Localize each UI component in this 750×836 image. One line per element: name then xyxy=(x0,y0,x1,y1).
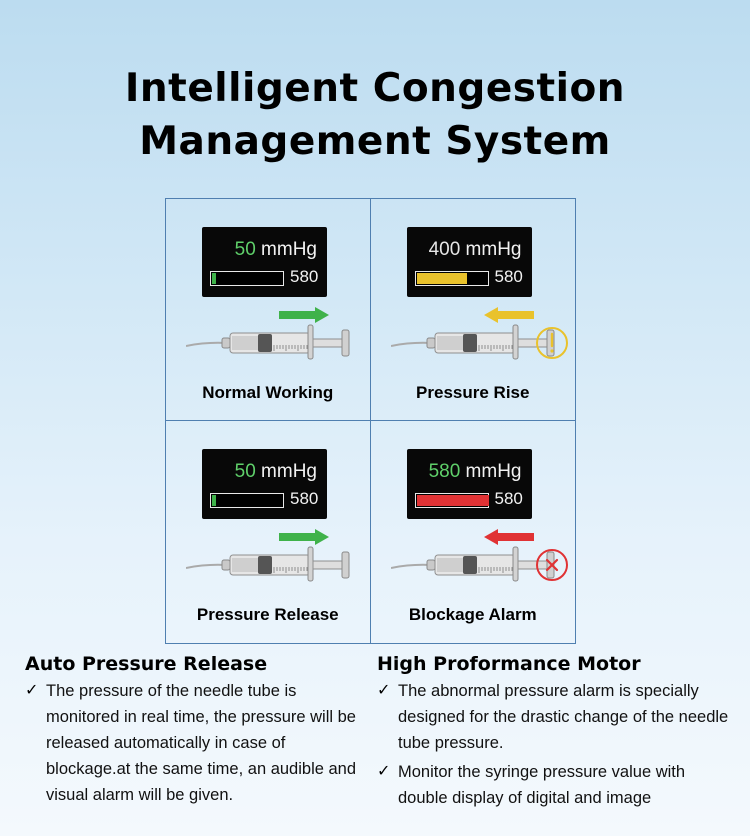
feature-auto-pressure-release: Auto Pressure Release ✓ The pressure of … xyxy=(25,652,370,811)
error-icon xyxy=(535,549,568,581)
pressure-bar-fill xyxy=(212,495,216,506)
pressure-monitor: 400 mmHg 580 xyxy=(406,227,532,297)
pressure-bar xyxy=(210,493,284,508)
panel-label: Pressure Release xyxy=(196,605,339,624)
pressure-value: 50 xyxy=(234,239,256,260)
pressure-unit: mmHg xyxy=(261,461,317,482)
pressure-reading: 50 mmHg xyxy=(235,239,317,261)
bullet-text: Monitor the syringe pressure value with … xyxy=(398,763,686,807)
pressure-bar xyxy=(210,271,284,286)
pressure-bar xyxy=(414,271,489,286)
feature-high-performance-motor: High Proformance Motor ✓ The abnormal pr… xyxy=(377,652,737,814)
panel-label: Blockage Alarm xyxy=(408,605,537,624)
pressure-reading: 50 mmHg xyxy=(235,461,317,483)
pressure-bar-fill xyxy=(416,273,467,284)
warning-icon xyxy=(535,327,568,359)
bullet-item: ✓ The abnormal pressure alarm is special… xyxy=(377,678,737,756)
pressure-value: 50 xyxy=(234,461,256,482)
arrow-left-icon xyxy=(483,307,534,323)
check-icon: ✓ xyxy=(377,682,391,699)
bullet-text: The abnormal pressure alarm is specially… xyxy=(398,682,729,752)
bullet-item: ✓ The pressure of the needle tube is mon… xyxy=(25,678,370,808)
arrow-right-icon xyxy=(279,529,329,545)
pressure-value: 400 xyxy=(428,239,461,260)
arrow-right-icon xyxy=(279,307,329,323)
syringe-icon xyxy=(390,324,554,360)
panel-label: Pressure Rise xyxy=(416,383,530,402)
syringe-icon xyxy=(186,546,350,582)
pressure-unit: mmHg xyxy=(465,239,522,260)
pressure-max: 580 xyxy=(494,489,523,508)
pressure-reading: 400 mmHg xyxy=(429,239,522,261)
pressure-unit: mmHg xyxy=(465,461,522,482)
syringe-icon xyxy=(186,324,350,360)
feature-title: Auto Pressure Release xyxy=(25,653,268,675)
pressure-value: 580 xyxy=(428,461,461,482)
title-line-2: Management System xyxy=(139,119,611,164)
arrow-left-icon xyxy=(483,529,534,545)
pressure-reading: 580 mmHg xyxy=(429,461,522,483)
bullet-item: ✓ Monitor the syringe pressure value wit… xyxy=(377,759,737,811)
check-icon: ✓ xyxy=(25,682,39,699)
page-title: Intelligent Congestion Management System xyxy=(0,62,750,168)
panel-label: Normal Working xyxy=(202,383,334,402)
pressure-monitor: 50 mmHg 580 xyxy=(202,227,327,297)
check-icon: ✓ xyxy=(377,763,391,780)
pressure-max: 580 xyxy=(290,267,319,286)
pressure-monitor: 50 mmHg 580 xyxy=(202,449,327,519)
pressure-max: 580 xyxy=(494,267,523,286)
bullet-text: The pressure of the needle tube is monit… xyxy=(46,682,357,804)
title-line-1: Intelligent Congestion xyxy=(124,66,626,111)
pressure-max: 580 xyxy=(290,489,319,508)
feature-title: High Proformance Motor xyxy=(377,653,641,675)
pressure-bar xyxy=(414,493,489,508)
syringe-icon xyxy=(390,546,554,582)
pressure-bar-fill xyxy=(212,273,216,284)
pressure-bar-fill xyxy=(416,495,489,506)
pressure-unit: mmHg xyxy=(261,239,317,260)
